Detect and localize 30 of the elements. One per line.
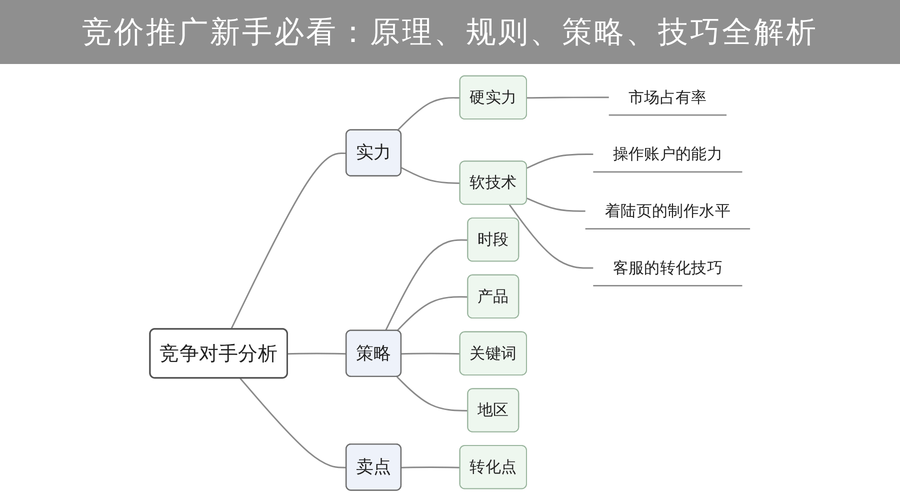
main-topic-box: 实力 [345,129,402,176]
connector-line [396,376,468,412]
main-topic-box: 卖点 [345,443,402,491]
underlined-topic-text: 操作账户的能力 [593,144,742,173]
root-topic-box: 竞争对手分析 [149,328,288,379]
connector-line [240,378,347,468]
connector-line [401,352,460,355]
subtopic-box: 软技术 [459,160,527,205]
connector-line [397,97,460,131]
connector-line [288,352,347,355]
connector-line [526,198,586,212]
connector-line [384,239,468,332]
subtopic-box: 转化点 [459,445,527,490]
connector-line [508,204,594,269]
subtopic-box: 关键词 [459,331,527,376]
connector-line [401,167,460,184]
subtopic-box: 时段 [467,218,520,262]
connector-line [526,154,594,169]
underlined-topic-text: 客服的转化技巧 [593,258,742,286]
subtopic-box: 地区 [467,388,520,432]
connector-line [396,296,468,332]
connector-line [526,96,609,99]
subtopic-box: 产品 [467,274,520,319]
subtopic-box: 硬实力 [459,75,527,120]
underlined-topic-text: 市场占有率 [608,88,727,116]
connector-line [401,466,460,468]
connector-line [230,152,347,330]
main-topic-box: 策略 [345,330,402,377]
underlined-topic-text: 着陆页的制作水平 [585,201,750,230]
title: 竞价推广新手必看：原理、规则、策略、技巧全解析 [82,14,818,52]
